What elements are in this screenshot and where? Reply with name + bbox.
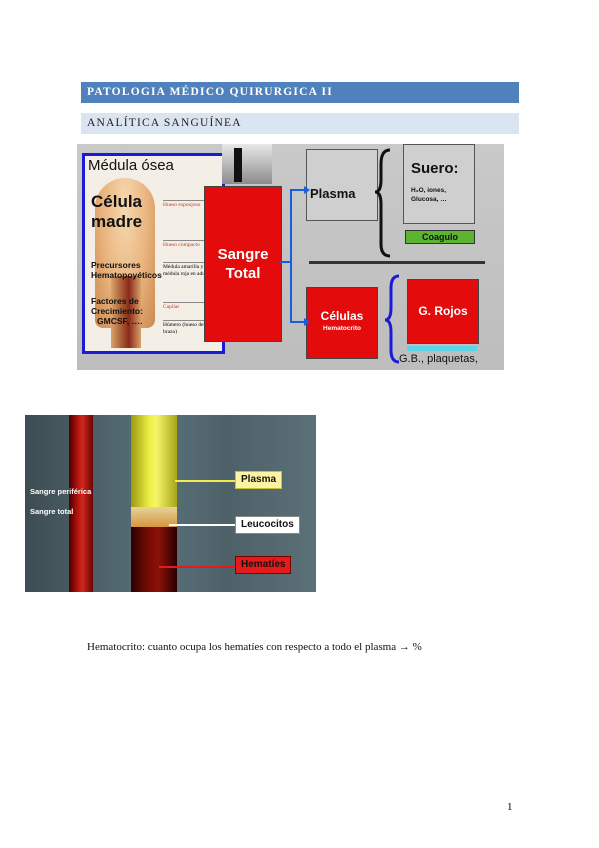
growth-factors-label-1: Factores de <box>91 296 139 306</box>
peripheral-blood-label: Sangre periférica <box>30 487 92 496</box>
whole-blood-label-1: Sangre <box>217 246 269 263</box>
other-cells-label: G.B., plaquetas, <box>399 353 478 365</box>
serum-line-1: H₂O, iones, <box>411 187 447 194</box>
bone-note: Médula amarilla y médula roja en adultos <box>163 262 217 277</box>
red-cells-box: G. Rojos <box>407 279 479 344</box>
bone-shaft-illustration <box>111 276 141 348</box>
whole-blood-box: Sangre Total <box>204 186 282 342</box>
bone-note: Hueso compacto <box>163 240 217 249</box>
marrow-title: Médula ósea <box>88 157 174 174</box>
leukocytes-tag: Leucocitos <box>235 516 300 534</box>
blood-composition-diagram: Médula ósea Célula madre Precursores Hem… <box>77 144 504 370</box>
bone-note: Húmero (hueso del brazo) <box>163 320 217 335</box>
serum-line-2: Glucosa, … <box>411 196 447 203</box>
precursors-label-1: Precursores <box>91 260 141 270</box>
bone-note: Capilar <box>163 302 217 311</box>
bone-note: Hueso esponjoso <box>163 200 217 209</box>
plasma-arrow <box>175 480 235 482</box>
erythrocytes-tag: Hematíes <box>235 556 292 574</box>
section-header: ANALÍTICA SANGUÍNEA <box>81 113 519 134</box>
red-cells-label: G. Rojos <box>418 304 468 318</box>
separated-blood-tube <box>131 415 177 592</box>
plasma-tag: Plasma <box>235 471 283 489</box>
clot-label: Coagulo <box>405 230 475 244</box>
stem-cell-label-2: madre <box>91 212 143 231</box>
serum-title: Suero: <box>411 160 459 177</box>
course-header: PATOLOGIA MÉDICO QUIRURGICA II <box>81 82 519 103</box>
divider-line <box>309 261 485 264</box>
blood-tubes-photo: Sangre periférica Sangre total Plasma Le… <box>25 415 316 592</box>
bone-marrow-panel: Médula ósea Célula madre Precursores Hem… <box>82 153 225 354</box>
cells-sublabel: Hematocrito <box>323 325 361 332</box>
page-number: 1 <box>507 801 513 813</box>
plasma-label: Plasma <box>310 186 356 201</box>
growth-factors-label-3: GMCSF, …. <box>97 316 143 326</box>
erythrocytes-arrow <box>159 566 235 568</box>
whole-blood-label-2: Total <box>225 265 261 282</box>
hematocrit-definition: Hematocrito: cuanto ocupa los hematíes c… <box>87 641 422 653</box>
precursors-label-2: Hematopoyéticos <box>91 270 162 280</box>
diagram-connectors <box>280 148 400 364</box>
growth-factors-label-2: Crecimiento: <box>91 306 143 316</box>
serum-box <box>403 144 475 224</box>
leukocytes-arrow <box>169 524 235 526</box>
cells-label: Células <box>320 309 364 323</box>
tube-photo-thumbnail <box>222 144 272 184</box>
whole-blood-tube <box>69 415 93 592</box>
stem-cell-label-1: Célula <box>91 192 143 211</box>
total-blood-label: Sangre total <box>30 507 74 516</box>
cells-box: Células Hematocrito <box>306 287 378 359</box>
other-cells-bar <box>407 346 477 351</box>
plasma-box <box>306 149 378 221</box>
